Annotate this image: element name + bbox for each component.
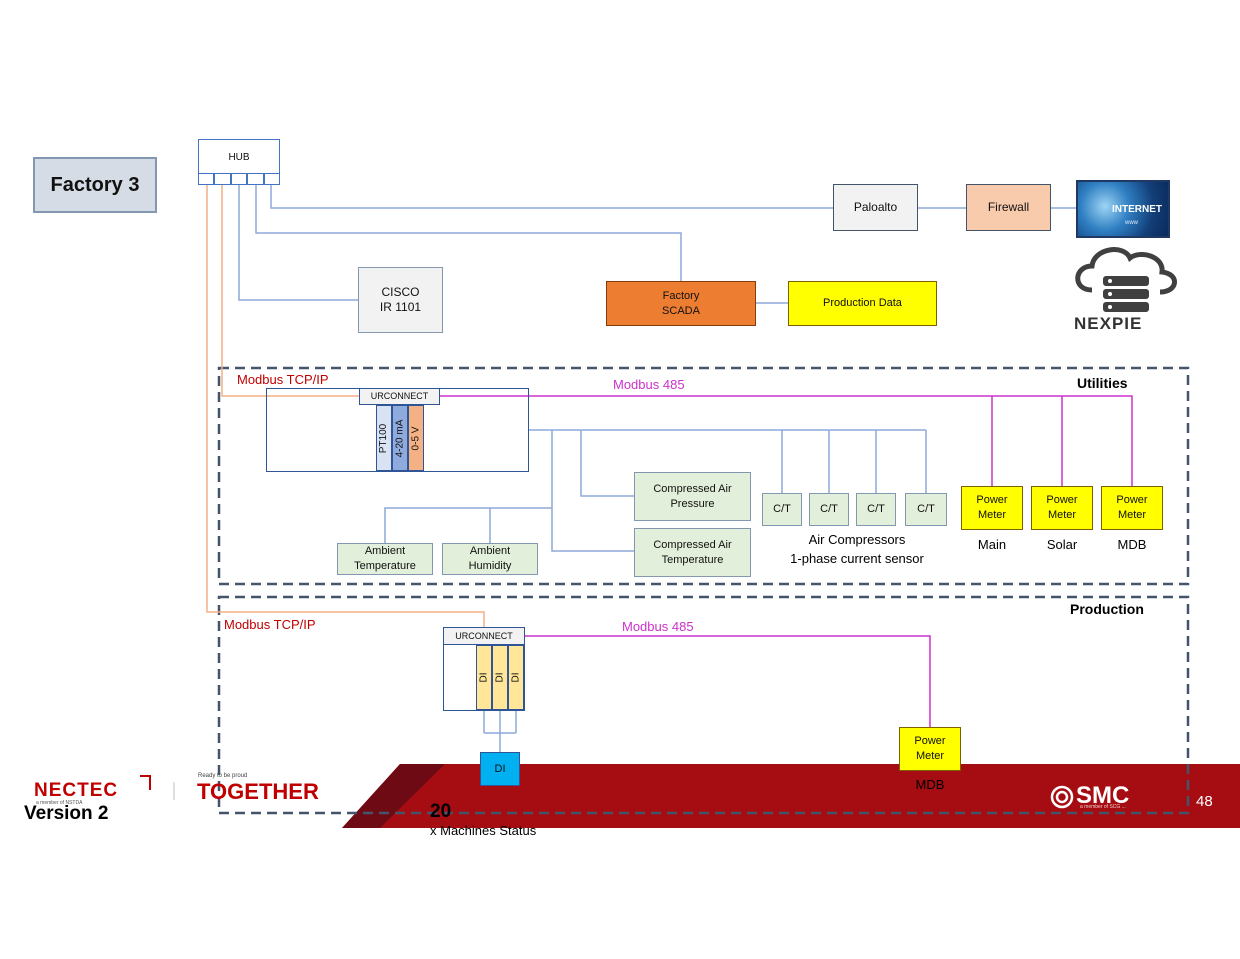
paloalto-box: Paloalto [833,184,918,231]
smc-sub-label: a member of SCG ... [1080,804,1126,810]
ambient-humidity-box: Ambient Humidity [442,543,538,575]
internet-label: INTERNET [1112,204,1162,215]
version-label: Version 2 [24,803,109,824]
hub-port [247,173,264,185]
production-channel-di-1: DI [476,645,492,710]
utilities-urconnect-label: URCONNECT [359,388,440,405]
power-meter-main: Power Meter [961,486,1023,530]
production-modbus-485-label: Modbus 485 [622,619,694,634]
nexpie-cloud-icon [1075,247,1177,295]
hub-port [263,173,281,185]
footer-band [342,764,1240,828]
ct-sensor-1: C/T [762,493,802,526]
hub-label: HUB [228,152,250,163]
hub-to-scada-line [255,185,682,281]
production-data-box: Production Data [788,281,937,326]
production-title: Production [1070,601,1144,617]
nectec-sub-label: a member of NSTDA [36,800,83,806]
nectec-logo: NECTEC [34,780,119,801]
machines-status-caption: 20 x Machines Status [430,786,536,838]
production-channel-di-3: DI [508,645,524,710]
power-meter-solar: Power Meter [1031,486,1093,530]
di-box: DI [480,752,520,786]
hub-to-utilities-urconnect-line [221,185,360,397]
power-meter-mdb-caption: MDB [1117,537,1147,552]
compressed-air-temperature-box: Compressed Air Temperature [634,528,751,577]
production-power-meter-mdb: Power Meter [899,727,961,771]
page-number: 48 [1196,793,1213,810]
ct-sensor-4: C/T [905,493,947,526]
hub-ports [198,173,281,185]
machines-text: x Machines Status [430,823,537,838]
nexpie-logo: NEXPIE [1074,314,1143,333]
smc-logo: SMC [1076,782,1130,809]
utilities-channel-4-20ma: 4-20 mA [392,405,408,471]
hub-to-cisco-line [238,185,358,301]
utilities-modbus-485-label: Modbus 485 [613,377,685,392]
power-meter-main-caption: Main [977,537,1007,552]
production-section-border [217,595,1190,815]
cisco-box: CISCO IR 1101 [358,267,443,333]
power-meter-mdb: Power Meter [1101,486,1163,530]
hub-port [230,173,248,185]
utilities-channel-0-5v: 0-5 V [408,405,424,471]
nexpie-server-icon [1103,276,1149,312]
production-channel-di-2: DI [492,645,508,710]
hub-to-paloalto-line [270,185,833,209]
hub-to-production-urconnect-line [206,185,485,627]
internet-sub-label: www [1125,220,1138,226]
ambient-temperature-box: Ambient Temperature [337,543,433,575]
utilities-section-border [217,366,1190,586]
production-modbus485-line [524,635,931,727]
ct-sensor-3: C/T [856,493,896,526]
utilities-modbus-tcp-label: Modbus TCP/IP [237,372,329,387]
nectec-logo-icon [140,775,151,790]
production-urconnect-label: URCONNECT [443,627,525,645]
scada-box: Factory SCADA [606,281,756,326]
together-small-label: Ready to be proud [198,773,248,779]
firewall-box: Firewall [966,184,1051,231]
di-lines [483,710,517,752]
production-power-meter-caption: MDB [915,777,945,792]
smc-logo-icon [1050,785,1074,809]
production-modbus-tcp-label: Modbus TCP/IP [224,617,316,632]
compressed-air-pressure-box: Compressed Air Pressure [634,472,751,521]
machines-count: 20 [430,801,452,822]
ct-sensor-2: C/T [809,493,849,526]
power-meter-solar-caption: Solar [1046,537,1078,552]
utilities-sensor-lines [384,429,927,552]
together-logo: TOGETHER [197,779,319,804]
utilities-title: Utilities [1077,375,1128,391]
hub-port [198,173,215,185]
hub-port [214,173,231,185]
utilities-modbus485-line [440,395,1133,486]
internet-globe-icon: INTERNET www [1076,180,1170,238]
factory-label: Factory 3 [33,157,157,213]
utilities-channel-pt100: PT100 [376,405,392,471]
air-compressors-caption: Air Compressors 1-phase current sensor [790,532,924,566]
